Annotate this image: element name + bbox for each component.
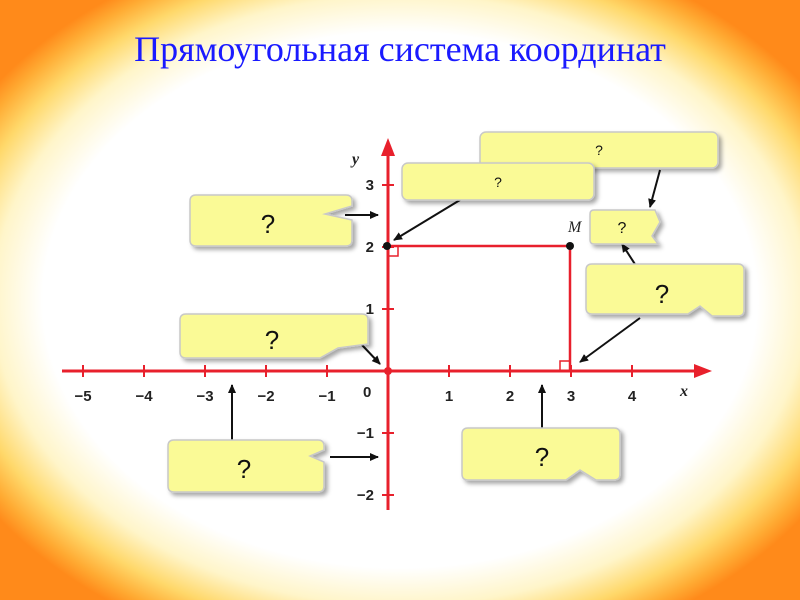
arrow-right-mid <box>579 317 641 363</box>
x-axis-label: x <box>679 383 688 400</box>
right-angle-mark-y <box>388 246 399 257</box>
callout-top-mid-text: ? <box>494 174 502 190</box>
y-tick-label: 2 <box>366 239 374 256</box>
arrow-top-mid <box>393 199 461 241</box>
x-tick-label: −4 <box>135 388 153 405</box>
y-tick-label: 3 <box>366 177 374 194</box>
x-tick-label: −2 <box>257 388 274 405</box>
callout-left-upper[interactable]: ? <box>189 194 353 247</box>
callout-right-mid-text: ? <box>655 279 669 309</box>
x-axis-arrowhead <box>694 364 712 378</box>
callout-left-upper-text: ? <box>261 209 275 239</box>
x-tick-label: −1 <box>318 388 335 405</box>
y-tick-label: −2 <box>357 487 374 504</box>
callout-small-point-text: ? <box>618 220 627 237</box>
point-m-label: M <box>567 219 583 236</box>
slide-title: Прямоугольная система координат <box>134 29 666 69</box>
point-m <box>566 242 574 250</box>
callout-bottom-left[interactable]: ? <box>167 439 325 493</box>
callout-bottom-right[interactable]: ? <box>461 427 621 481</box>
origin-label: 0 <box>363 384 371 401</box>
arrow-left-mid <box>361 344 381 365</box>
y-tick-label: 1 <box>366 301 374 318</box>
callout-top-wide[interactable]: ? <box>479 131 719 169</box>
x-tick-label: 2 <box>506 388 514 405</box>
callout-bottom-left-text: ? <box>237 454 251 484</box>
x-tick-label: 3 <box>567 388 575 405</box>
point-m-y-projection <box>383 242 391 250</box>
right-angle-mark-x <box>559 360 570 371</box>
callout-left-mid[interactable]: ? <box>179 313 369 359</box>
callout-left-mid-text: ? <box>265 325 279 355</box>
callout-bottom-right-text: ? <box>535 442 549 472</box>
callout-small-point[interactable]: ? <box>589 209 661 245</box>
x-tick-label: −5 <box>74 388 91 405</box>
x-tick-label: −3 <box>196 388 213 405</box>
y-axis-label: y <box>350 151 360 168</box>
x-tick-label: 4 <box>628 388 637 405</box>
callout-top-mid[interactable]: ? <box>401 162 595 201</box>
callout-right-mid[interactable]: ? <box>585 263 745 317</box>
y-tick-label: −1 <box>357 425 374 442</box>
arrow-top-wide <box>648 169 661 208</box>
x-tick-marks: −5 −4 −3 −2 −1 1 2 3 4 <box>74 365 637 405</box>
callout-top-wide-text: ? <box>595 142 603 158</box>
origin-point <box>384 367 392 375</box>
x-tick-label: 1 <box>445 388 453 405</box>
y-axis-arrowhead <box>381 138 395 156</box>
